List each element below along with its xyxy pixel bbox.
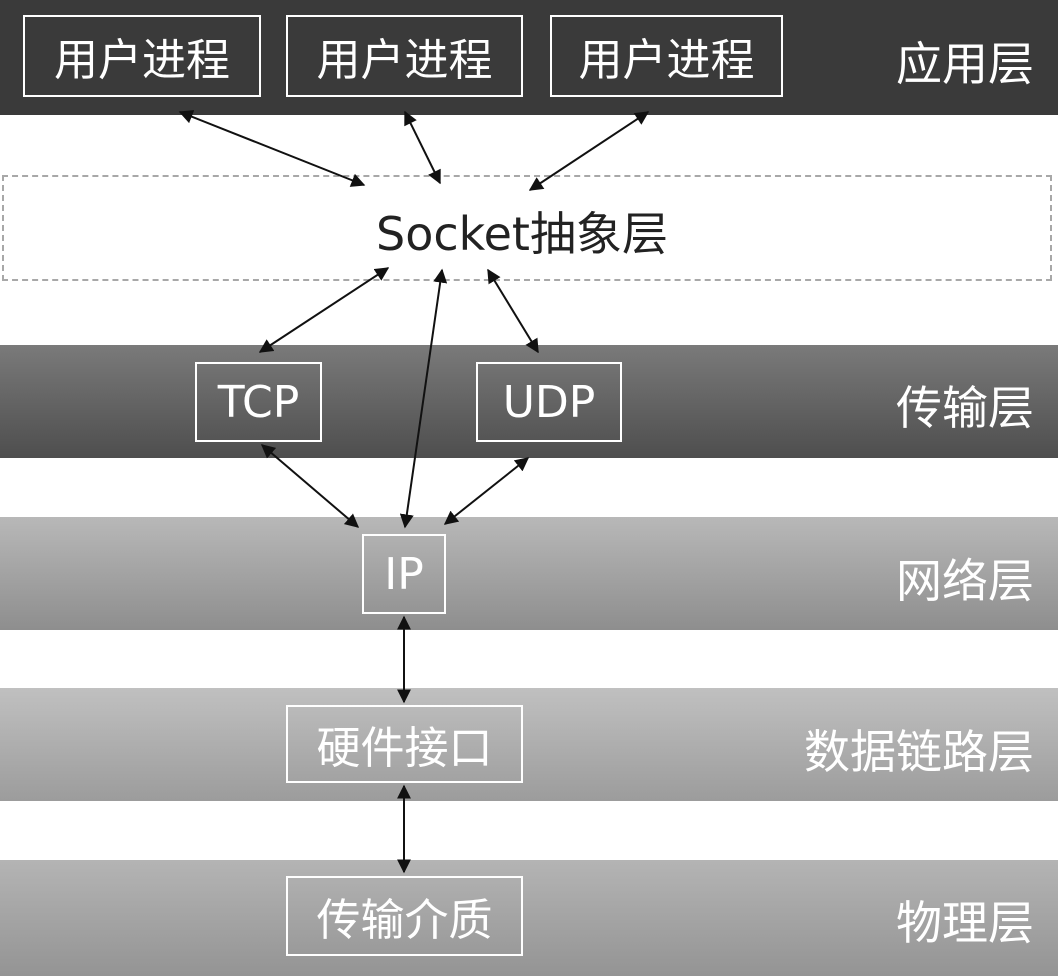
network-layer-label: 网络层 <box>896 554 1034 608</box>
transmission-medium-box: 传输介质 <box>286 876 523 956</box>
tcp-box: TCP <box>195 362 322 442</box>
udp-box: UDP <box>476 362 622 442</box>
arrow-udp-ip <box>443 457 530 525</box>
arrow-process2-socket <box>404 110 441 185</box>
user-process-box-1: 用户进程 <box>23 15 261 97</box>
application-layer-label: 应用层 <box>896 37 1034 91</box>
hardware-interface-box: 硬件接口 <box>286 705 523 783</box>
arrow-socket-udp <box>487 268 539 354</box>
physical-layer-label: 物理层 <box>896 896 1034 950</box>
network-layer-band <box>0 517 1058 630</box>
ip-box: IP <box>362 534 446 614</box>
data-link-layer-label: 数据链路层 <box>804 725 1034 779</box>
socket-layer-label: Socket抽象层 <box>376 207 668 261</box>
transport-layer-label: 传输层 <box>896 381 1034 435</box>
socket-abstraction-layer-box <box>2 175 1052 281</box>
data-link-layer-band <box>0 688 1058 801</box>
user-process-box-3: 用户进程 <box>550 15 783 97</box>
user-process-box-2: 用户进程 <box>286 15 523 97</box>
physical-layer-band <box>0 860 1058 976</box>
